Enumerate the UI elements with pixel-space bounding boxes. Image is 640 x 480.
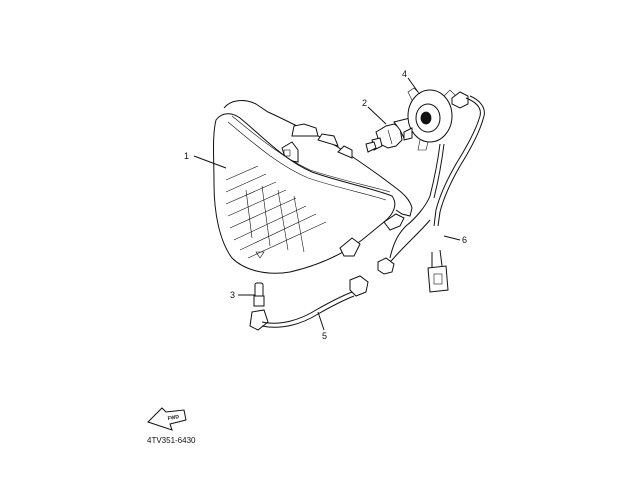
callout-4: 4	[402, 69, 407, 79]
position-socket-lead: 5	[249, 275, 369, 341]
headlight-assembly: 1	[184, 100, 413, 274]
fwd-label: FWD	[167, 414, 180, 422]
headlight-bulb: 2	[362, 98, 415, 153]
wiring-harness: 6	[377, 91, 485, 293]
forward-direction-marker: FWD	[147, 407, 187, 431]
lens-pattern	[225, 165, 327, 259]
callout-1: 1	[184, 151, 189, 161]
callout-6: 6	[462, 235, 467, 245]
bulb-socket: 4	[402, 69, 457, 151]
position-bulb: 3	[230, 282, 265, 307]
callout-3: 3	[230, 290, 235, 300]
diagram-code: 4TV351-6430	[147, 436, 196, 445]
callout-5: 5	[322, 331, 327, 341]
callout-2: 2	[362, 98, 367, 108]
